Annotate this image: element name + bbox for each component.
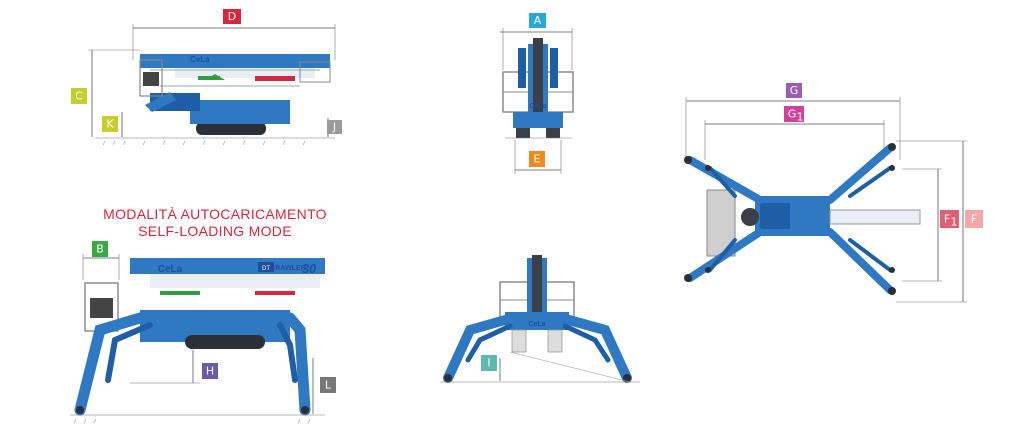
front-low-logo: CeLa	[528, 321, 545, 328]
top-view-outriggers	[684, 97, 967, 303]
label-J: J	[327, 120, 342, 134]
label-F: F	[965, 210, 983, 228]
label-F1: F 1	[940, 210, 959, 229]
label-B: B	[92, 241, 108, 257]
label-K: K	[102, 116, 118, 132]
svg-text:F: F	[971, 213, 977, 226]
badge-F	[965, 210, 983, 228]
label-E: E	[529, 151, 545, 167]
model-number: 30	[302, 261, 317, 276]
label-G: G	[786, 83, 802, 98]
badge-I	[481, 355, 497, 371]
svg-text:F: F	[944, 213, 950, 226]
badge-F1	[940, 210, 959, 228]
svg-text:L: L	[325, 379, 332, 392]
badge-D	[223, 9, 241, 24]
label-G1: G 1	[784, 106, 804, 124]
mode-title-italian: MODALITÀ AUTOCARICAMENTO	[103, 206, 327, 222]
svg-text:D: D	[228, 10, 236, 23]
label-H: H	[202, 363, 218, 379]
model-badge: DT	[262, 266, 270, 272]
svg-text:E: E	[534, 153, 541, 166]
svg-text:I: I	[487, 357, 490, 370]
svg-text:1: 1	[951, 216, 958, 229]
boom-logo: CeLa	[158, 264, 183, 275]
badge-J	[327, 120, 342, 134]
front-view-self-loading: CeLa	[440, 255, 640, 383]
mode-title-english: SELF-LOADING MODE	[138, 223, 292, 239]
side-logo: CeLa	[190, 55, 210, 64]
badge-H	[202, 363, 218, 379]
label-I: I	[481, 355, 497, 371]
side-view-self-loading: DT CRAWLER 30 CeLa	[70, 254, 325, 424]
front-view-transport: CeLa	[500, 28, 574, 174]
label-L: L	[320, 377, 336, 393]
badge-B	[92, 241, 108, 257]
badge-G1	[784, 106, 804, 122]
model-name: CRAWLER	[270, 265, 305, 272]
svg-text:G: G	[790, 84, 799, 97]
front-logo: CeLa	[529, 103, 546, 110]
svg-text:H: H	[206, 365, 214, 378]
svg-text:1: 1	[797, 111, 804, 124]
label-A: A	[529, 13, 546, 28]
svg-text:C: C	[75, 90, 83, 103]
svg-text:B: B	[96, 243, 104, 256]
badge-C	[71, 88, 87, 104]
badge-E	[529, 151, 545, 167]
badge-K	[102, 116, 118, 132]
ground-hatch	[102, 140, 306, 146]
side-view-transport: CeLa	[88, 24, 336, 146]
badge-A	[529, 13, 546, 28]
label-D: D	[223, 9, 241, 24]
svg-text:G: G	[788, 108, 797, 121]
badge-G	[786, 83, 802, 98]
svg-text:J: J	[332, 121, 336, 134]
badge-L	[320, 377, 336, 393]
label-C: C	[71, 88, 87, 104]
svg-text:K: K	[106, 118, 114, 131]
svg-text:A: A	[534, 14, 542, 27]
